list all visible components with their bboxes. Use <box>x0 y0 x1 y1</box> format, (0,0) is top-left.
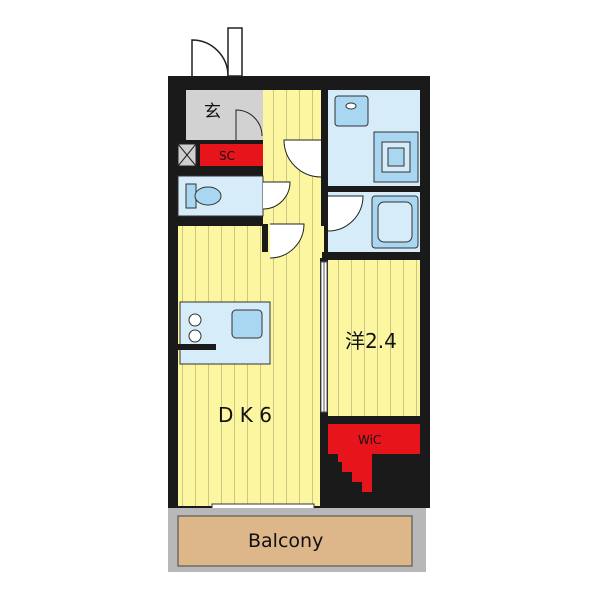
balcony-floor <box>177 515 413 567</box>
toilet-door <box>262 181 291 210</box>
shoe-closet <box>200 144 263 166</box>
wic-step <box>338 452 372 492</box>
wic-closet <box>328 424 420 454</box>
dk-door <box>269 223 305 259</box>
toilet-icon <box>185 183 222 209</box>
entrance-floor <box>186 90 263 140</box>
entrance-label: 玄 <box>204 102 221 122</box>
wet-area-wall <box>322 252 430 260</box>
washing-machine-icon <box>373 131 419 183</box>
dk-floor <box>178 226 324 506</box>
balcony-label: Balcony <box>248 530 323 552</box>
washroom-door <box>283 139 322 178</box>
western-room-label: 洋2.4 <box>345 329 397 353</box>
wic-label: WiC <box>358 433 381 447</box>
hall-wall-stub <box>262 224 268 252</box>
entrance-door <box>191 27 243 77</box>
kitchen-counter <box>178 301 271 365</box>
entrance-inner-door <box>235 109 263 140</box>
shoe-closet-label: SC <box>219 149 235 163</box>
bathroom-door <box>327 195 364 232</box>
dk-label: D K 6 <box>218 403 272 427</box>
washbasin-icon <box>334 95 369 127</box>
wet-area-divider <box>328 186 420 192</box>
western-room-floor <box>328 260 420 416</box>
